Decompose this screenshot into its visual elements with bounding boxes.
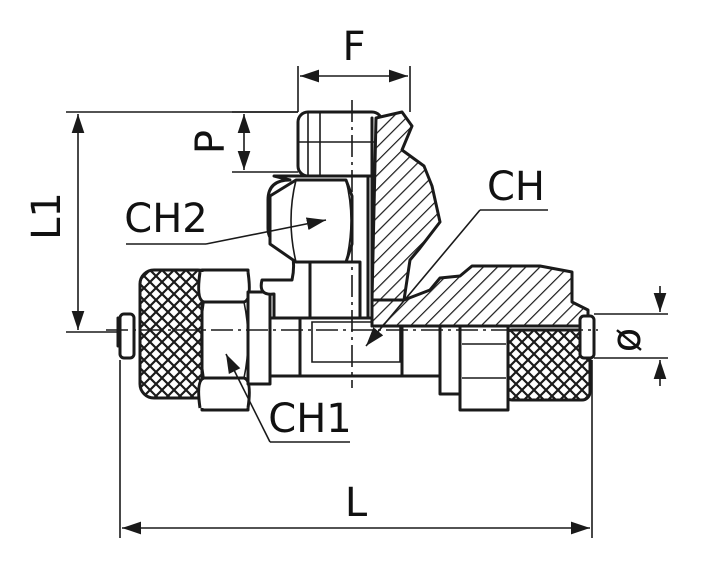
- dimension-diameter: ø: [594, 286, 668, 386]
- label-L1: L1: [24, 192, 70, 240]
- leader-CH: CH: [365, 164, 548, 347]
- branch-body: [259, 110, 384, 320]
- left-hex-nut: [197, 268, 272, 412]
- leader-CH2: CH2: [124, 196, 327, 245]
- label-L: L: [345, 480, 368, 526]
- label-F: F: [342, 24, 365, 70]
- label-CH1: CH1: [268, 396, 351, 442]
- dimension-F: F: [297, 24, 411, 112]
- right-hex-nut: [438, 314, 596, 412]
- label-diameter: ø: [604, 328, 650, 352]
- main-body: [116, 312, 442, 378]
- dimension-L: L: [119, 360, 593, 538]
- dimension-L1: L1: [24, 111, 298, 333]
- dimension-P: P: [188, 111, 298, 173]
- leader-CH1: CH1: [225, 353, 352, 443]
- label-CH: CH: [487, 164, 545, 210]
- label-P: P: [188, 130, 234, 154]
- right-knurled-nut: [502, 328, 592, 402]
- label-CH2: CH2: [124, 196, 207, 242]
